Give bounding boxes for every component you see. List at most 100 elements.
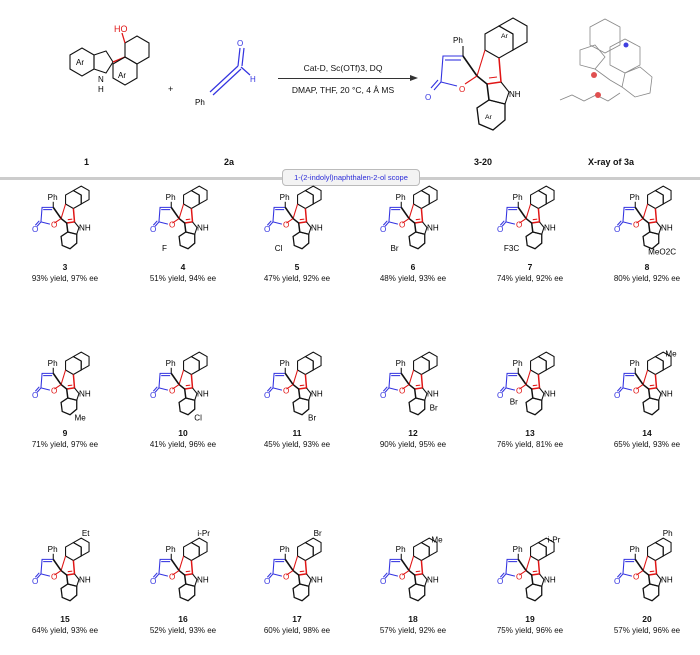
substituent-label: Br (308, 413, 316, 422)
substituent-label: i-Pr (548, 536, 561, 545)
substituent-label: i-Pr (197, 529, 210, 538)
nh-label: NH (197, 389, 209, 398)
ring-oxygen-label: O (283, 387, 289, 396)
ring-oxygen-label: O (516, 387, 522, 396)
nh-label: NH (427, 223, 439, 232)
phenyl-label: Ph (166, 193, 176, 202)
carbonyl-oxygen-label: O (497, 577, 503, 586)
ring-oxygen-label: O (283, 573, 289, 582)
nh-label: NH (79, 223, 91, 232)
carbonyl-oxygen-label: O (32, 577, 38, 586)
yield-ee-text: 41% yield, 96% ee (149, 440, 217, 449)
ring-oxygen-label: O (633, 573, 639, 582)
compound-number: 15 (60, 614, 70, 624)
phenyl-label: Ph (280, 359, 290, 368)
nitrogen-label: N (98, 75, 104, 84)
phenyl-label: Ph (513, 193, 523, 202)
yield-ee-text: 52% yield, 93% ee (149, 626, 217, 635)
phenyl-label: Ph (166, 545, 176, 554)
carbonyl-oxygen-label: O (497, 391, 503, 400)
phenyl-label: Ph (396, 545, 406, 554)
ring-oxygen-label: O (399, 221, 405, 230)
compound-number: 4 (180, 262, 186, 272)
ring-oxygen-label: O (51, 387, 57, 396)
compound-number: 5 (294, 262, 300, 272)
xray-label: X-ray of 3a (588, 157, 635, 167)
hydroxyl-label: HO (114, 24, 128, 34)
phenyl-label: Ph (166, 359, 176, 368)
compound-number: 12 (408, 428, 418, 438)
nh-label: NH (544, 223, 556, 232)
carbonyl-oxygen-label: O (380, 577, 386, 586)
compound-number: 11 (292, 428, 302, 438)
phenyl-label: Ph (48, 193, 58, 202)
ring-oxygen-label: O (459, 85, 465, 94)
substituent-label: Br (390, 244, 398, 253)
arrow-head-icon (410, 75, 418, 81)
product-number: 3-20 (474, 157, 493, 167)
ring-oxygen-label: O (51, 221, 57, 230)
nh-label: NH (661, 575, 673, 584)
yield-ee-text: 71% yield, 97% ee (31, 440, 99, 449)
nh-label: NH (197, 223, 209, 232)
substituent-label: Br (510, 398, 518, 407)
nh-label: NH (661, 223, 673, 232)
yield-ee-text: 51% yield, 94% ee (149, 274, 217, 283)
ring-oxygen-label: O (516, 221, 522, 230)
yield-ee-text: 74% yield, 92% ee (496, 274, 564, 283)
nh-label: NH (427, 575, 439, 584)
ring-oxygen-label: O (169, 573, 175, 582)
ring-oxygen-label: O (399, 387, 405, 396)
nh-label: NH (509, 90, 521, 99)
compound-number: 13 (525, 428, 535, 438)
substituent-label: Br (314, 529, 322, 538)
carbonyl-oxygen-label: O (150, 577, 156, 586)
aryl-label: Ar (485, 114, 493, 121)
carbonyl-oxygen-label: O (380, 225, 386, 234)
reaction-arrow (278, 78, 414, 79)
phenyl-label: Ph (48, 359, 58, 368)
substituent-label: Me (431, 536, 443, 545)
ring-oxygen-label: O (516, 573, 522, 582)
compound-number: 3 (62, 262, 68, 272)
phenyl-label: Ph (630, 193, 640, 202)
plus-sign: + (168, 84, 174, 94)
phenyl-label: Ph (280, 545, 290, 554)
aryl-label: Ar (76, 58, 84, 67)
nh-label: NH (427, 389, 439, 398)
yield-ee-text: 64% yield, 93% ee (31, 626, 99, 635)
carbonyl-oxygen-label: O (264, 391, 270, 400)
carbonyl-oxygen-label: O (150, 225, 156, 234)
nh-label: NH (661, 389, 673, 398)
phenyl-label: Ph (453, 36, 463, 45)
carbonyl-oxygen-label: O (425, 93, 431, 102)
compound-number: 6 (410, 262, 416, 272)
yield-ee-text: 76% yield, 81% ee (496, 440, 564, 449)
compound-number: 9 (62, 428, 68, 438)
compound-number: 7 (527, 262, 533, 272)
substituent-label: Me (74, 413, 86, 422)
ring-oxygen-label: O (51, 573, 57, 582)
substituent-label: Cl (275, 244, 283, 253)
yield-ee-text: 65% yield, 93% ee (613, 440, 681, 449)
phenyl-label: Ph (513, 359, 523, 368)
substituent-label: MeO2C (648, 247, 676, 256)
yield-ee-text: 48% yield, 93% ee (379, 274, 447, 283)
